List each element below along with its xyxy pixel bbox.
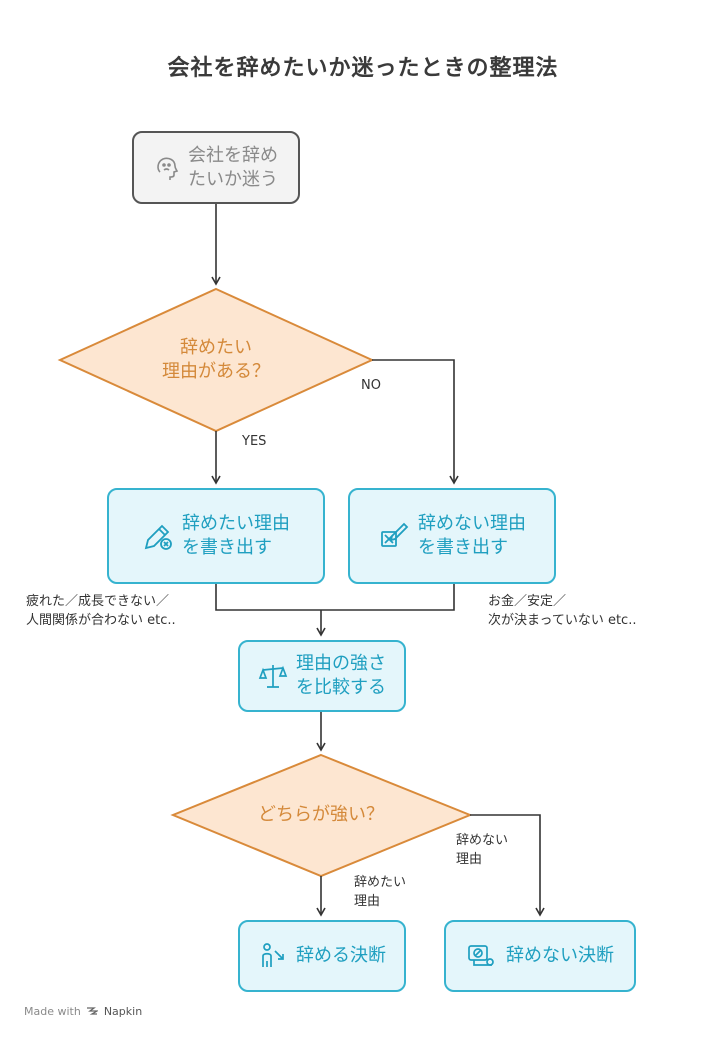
quit-examples-note: 疲れた／成長できない／ 人間関係が合わない etc.. [26, 592, 176, 630]
napkin-logo-icon [84, 1005, 104, 1018]
decision-card-icon [466, 941, 498, 971]
write-stay-line-2: を書き出す [418, 537, 508, 558]
decision1-line-1: 辞めたい [180, 337, 252, 358]
edge-label-yes: YES [242, 434, 267, 449]
start-node: 会社を辞め たいか迷う [132, 131, 300, 204]
decision1-line-2: 理由がある？ [162, 361, 270, 382]
person-arrow-icon [258, 941, 288, 971]
brand-name: Napkin [103, 1005, 143, 1018]
edge-label-no: NO [361, 378, 381, 393]
write-quit-line-1: 辞めたい理由 [182, 513, 290, 534]
made-with-text: Made with [24, 1005, 81, 1018]
edge-merge-left [215, 584, 321, 611]
stay-examples-note: お金／安定／ 次が決まっていない etc.. [488, 592, 636, 630]
pencil-box-icon [378, 520, 410, 552]
edge-label-stronger-quit: 辞めたい 理由 [354, 873, 406, 911]
stay-examples-line-1: お金／安定／ [488, 594, 567, 609]
stronger-quit-line-1: 辞めたい [354, 875, 407, 890]
decision1-label: 辞めたい 理由がある？ [136, 336, 296, 384]
decide-stay-node: 辞めない決断 [444, 920, 636, 992]
stay-examples-line-2: 次が決まっていない etc.. [488, 613, 637, 628]
stronger-stay-line-1: 辞めない [456, 833, 509, 848]
edge-to-decide-stay [470, 814, 545, 917]
start-line-2: たいか迷う [188, 168, 278, 190]
edge-no [372, 359, 459, 485]
compare-line-2: を比較する [296, 677, 386, 698]
edge-merge-right [321, 584, 455, 611]
scales-icon [258, 661, 288, 691]
start-line-1: 会社を辞め [188, 144, 278, 166]
stronger-quit-line-2: 理由 [354, 894, 381, 909]
decide-quit-label: 辞める決断 [296, 945, 386, 966]
compare-node: 理由の強さ を比較する [238, 640, 406, 712]
footer-attribution: Made with Napkin [24, 1005, 142, 1018]
stronger-stay-line-2: 理由 [456, 852, 483, 867]
confused-face-icon [154, 155, 180, 181]
decision2-label: どちらが強い？ [258, 804, 384, 825]
write-stay-reasons-node: 辞めない理由 を書き出す [348, 488, 556, 584]
write-stay-line-1: 辞めない理由 [418, 513, 526, 534]
decide-quit-node: 辞める決断 [238, 920, 406, 992]
write-quit-reasons-node: 辞めたい理由 を書き出す [107, 488, 325, 584]
decide-stay-label: 辞めない決断 [506, 945, 614, 966]
quit-examples-line-2: 人間関係が合わない etc.. [26, 613, 176, 628]
page-title: 会社を辞めたいか迷ったときの整理法 [167, 56, 559, 81]
edge-label-stronger-stay: 辞めない 理由 [456, 831, 508, 869]
write-quit-line-2: を書き出す [182, 537, 272, 558]
quit-examples-line-1: 疲れた／成長できない／ [26, 594, 170, 609]
compare-line-1: 理由の強さ [296, 653, 386, 674]
pencil-x-icon [142, 520, 174, 552]
